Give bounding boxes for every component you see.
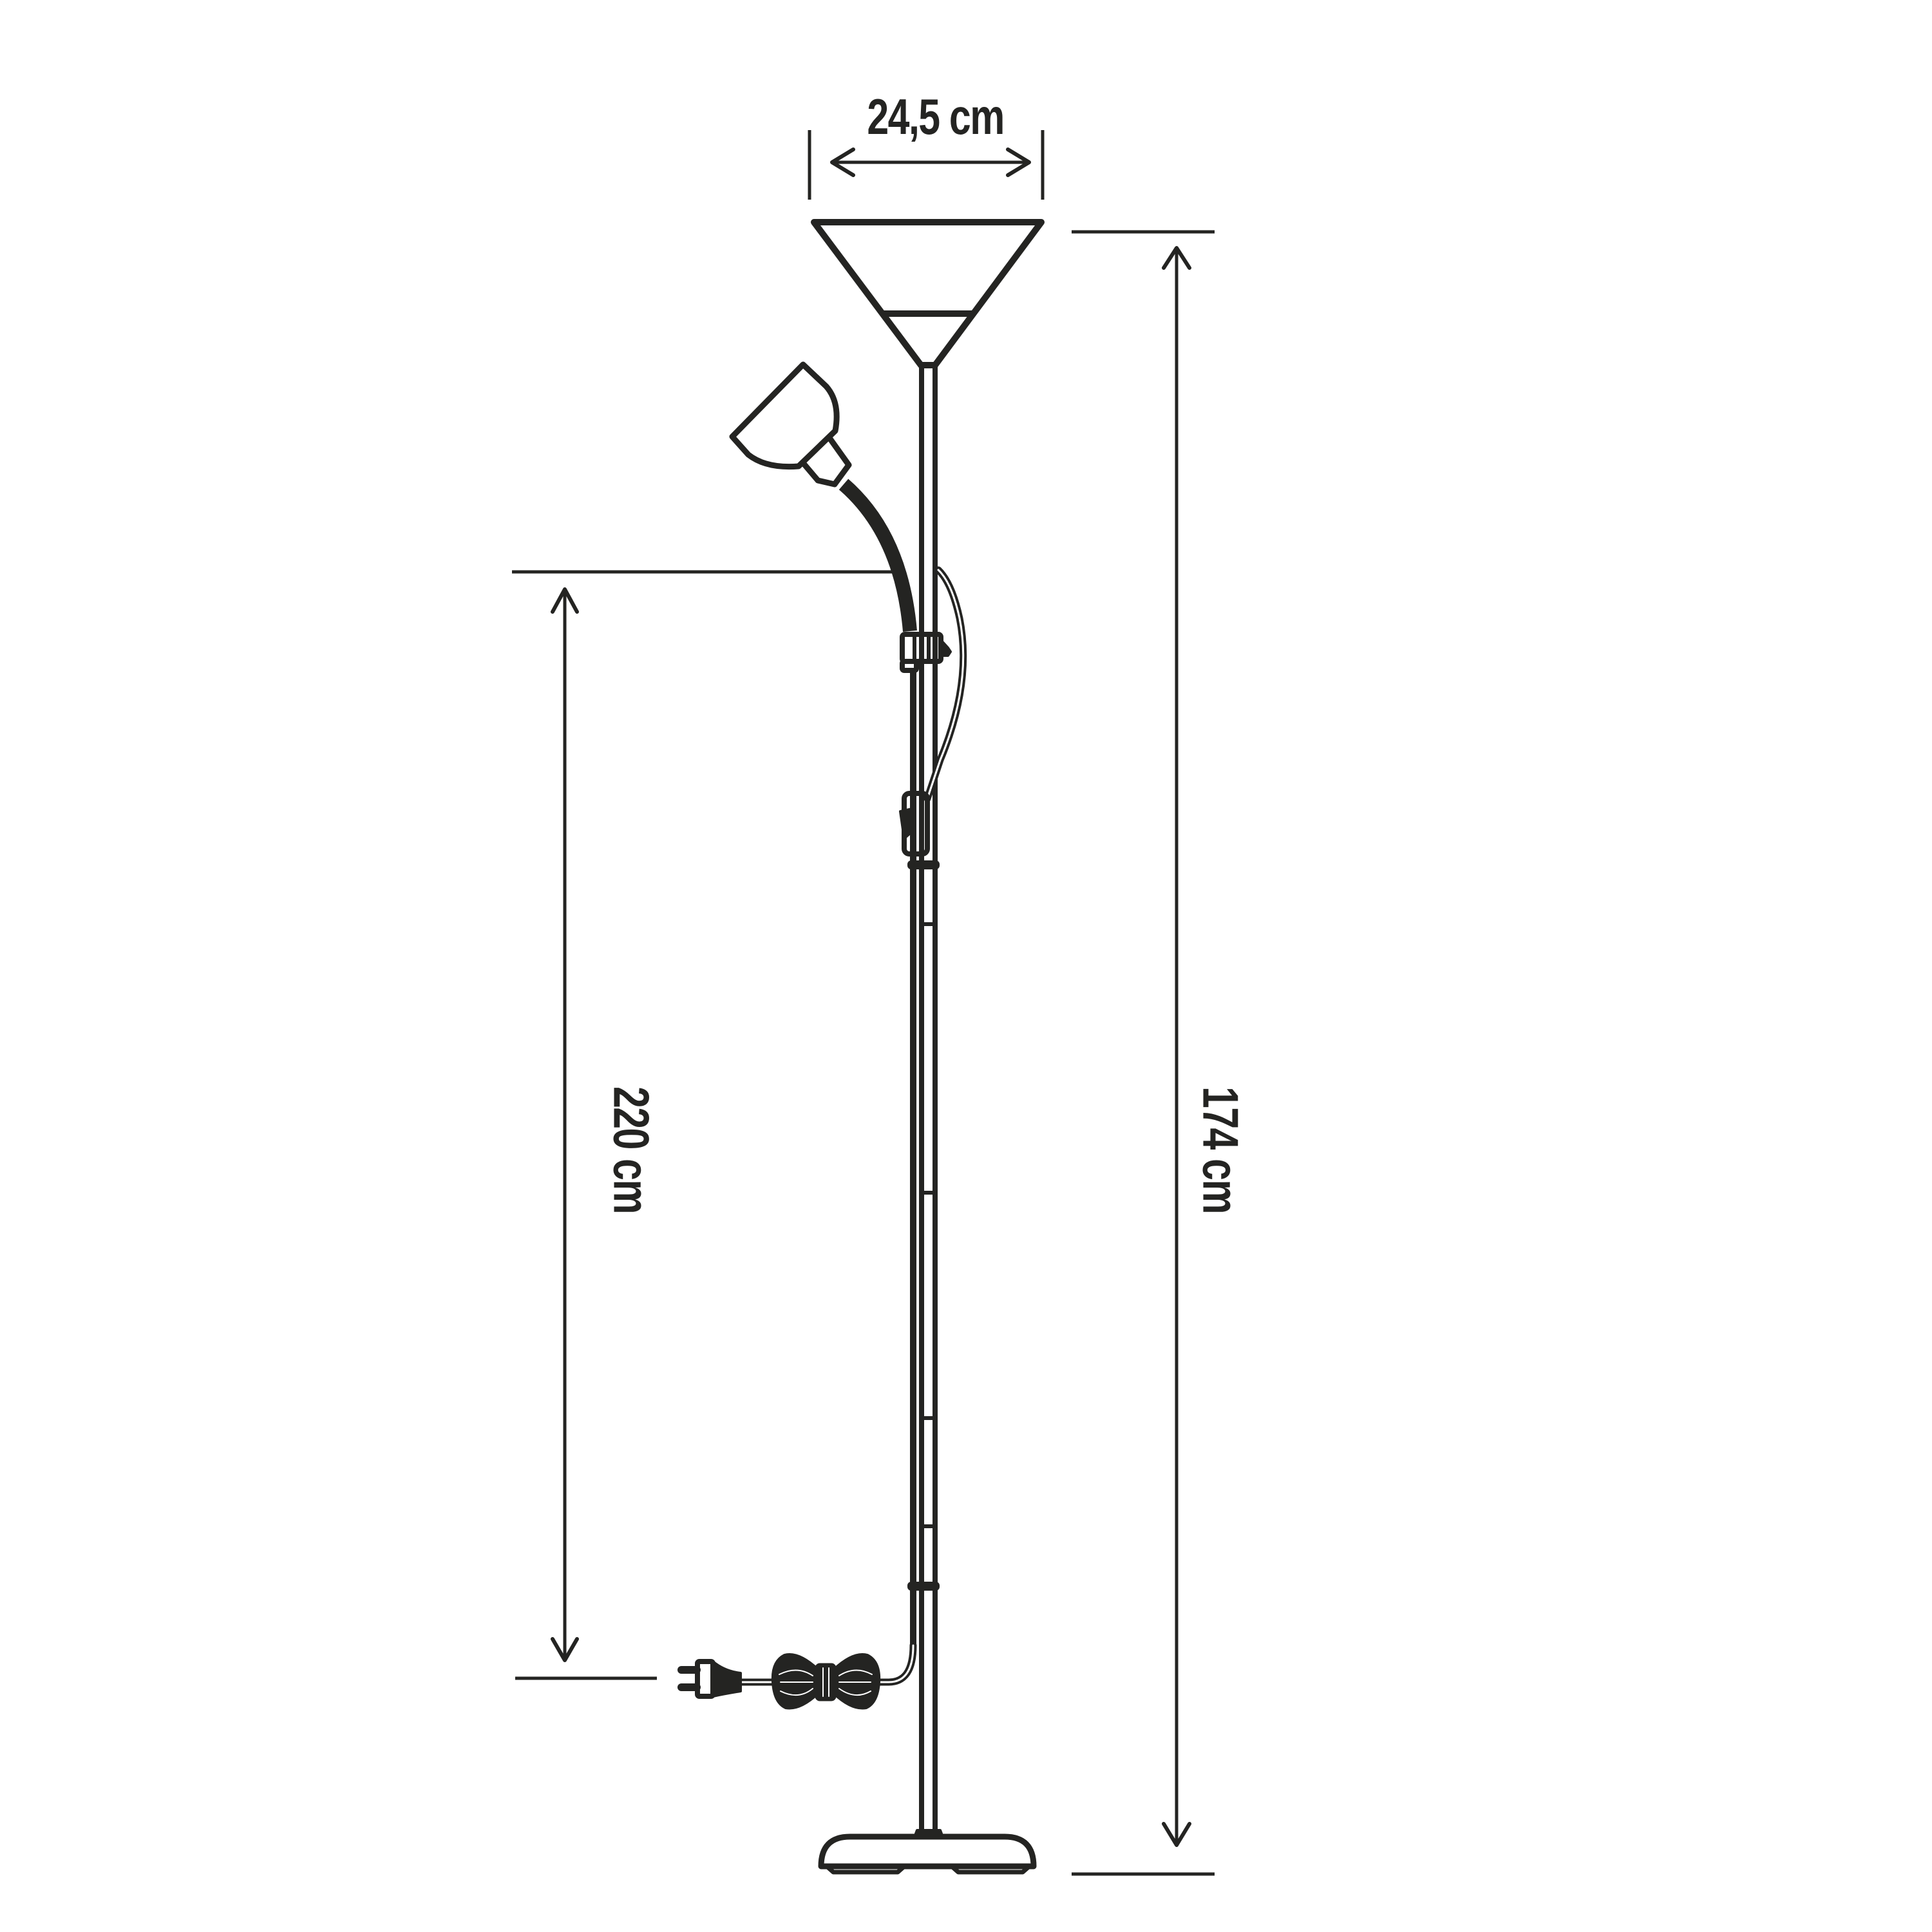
cable-length-label: 220 cm — [603, 1086, 660, 1213]
coil-right-loop — [833, 1653, 881, 1710]
socket-ring — [833, 464, 851, 485]
cord-loop-highlight — [926, 569, 965, 800]
reading-socket — [800, 435, 852, 488]
plug-face — [695, 1659, 715, 1699]
uplight-shade — [811, 219, 1045, 368]
coil-strand-highlight — [779, 1669, 873, 1696]
inline-switch — [899, 791, 930, 857]
base-dome — [818, 1833, 1037, 1870]
base-foot-right — [951, 1865, 1030, 1875]
shade-outline — [811, 219, 1045, 368]
power-cord-loop — [923, 566, 967, 802]
pole-clamp — [900, 632, 952, 673]
cord-bend-highlight — [860, 1644, 914, 1683]
reading-lamp-head — [729, 361, 852, 488]
pole — [907, 365, 940, 1832]
lamp-height-dimension — [1072, 230, 1215, 1876]
shade-width-label: 24,5 cm — [867, 88, 1005, 145]
cable-tie — [907, 860, 940, 869]
switch-rocker — [899, 808, 916, 840]
gooseneck-arm — [838, 478, 917, 632]
arrowhead-left-icon — [830, 147, 855, 177]
cable-length-dimension — [512, 570, 904, 1680]
coil-left-loop — [771, 1653, 819, 1710]
shade-width-dimension — [808, 130, 1045, 200]
cable-tie — [907, 1582, 940, 1591]
arrowhead-down-icon — [551, 1637, 579, 1662]
arrowhead-right-icon — [1006, 147, 1031, 177]
clamp-lower — [900, 659, 919, 673]
round-base — [818, 1829, 1037, 1875]
clamp-screw — [940, 639, 952, 657]
power-cord-coil — [771, 1653, 881, 1710]
arrowhead-down-icon — [1162, 1822, 1191, 1847]
coil-tie — [815, 1663, 837, 1701]
arrowhead-up-icon — [551, 587, 579, 614]
base-foot-left — [826, 1865, 905, 1875]
plug-body — [712, 1660, 742, 1698]
reading-shade — [729, 361, 840, 470]
arrowhead-up-icon — [1162, 246, 1191, 270]
lamp-height-label: 174 cm — [1192, 1086, 1249, 1213]
euro-plug-icon — [677, 1659, 742, 1699]
